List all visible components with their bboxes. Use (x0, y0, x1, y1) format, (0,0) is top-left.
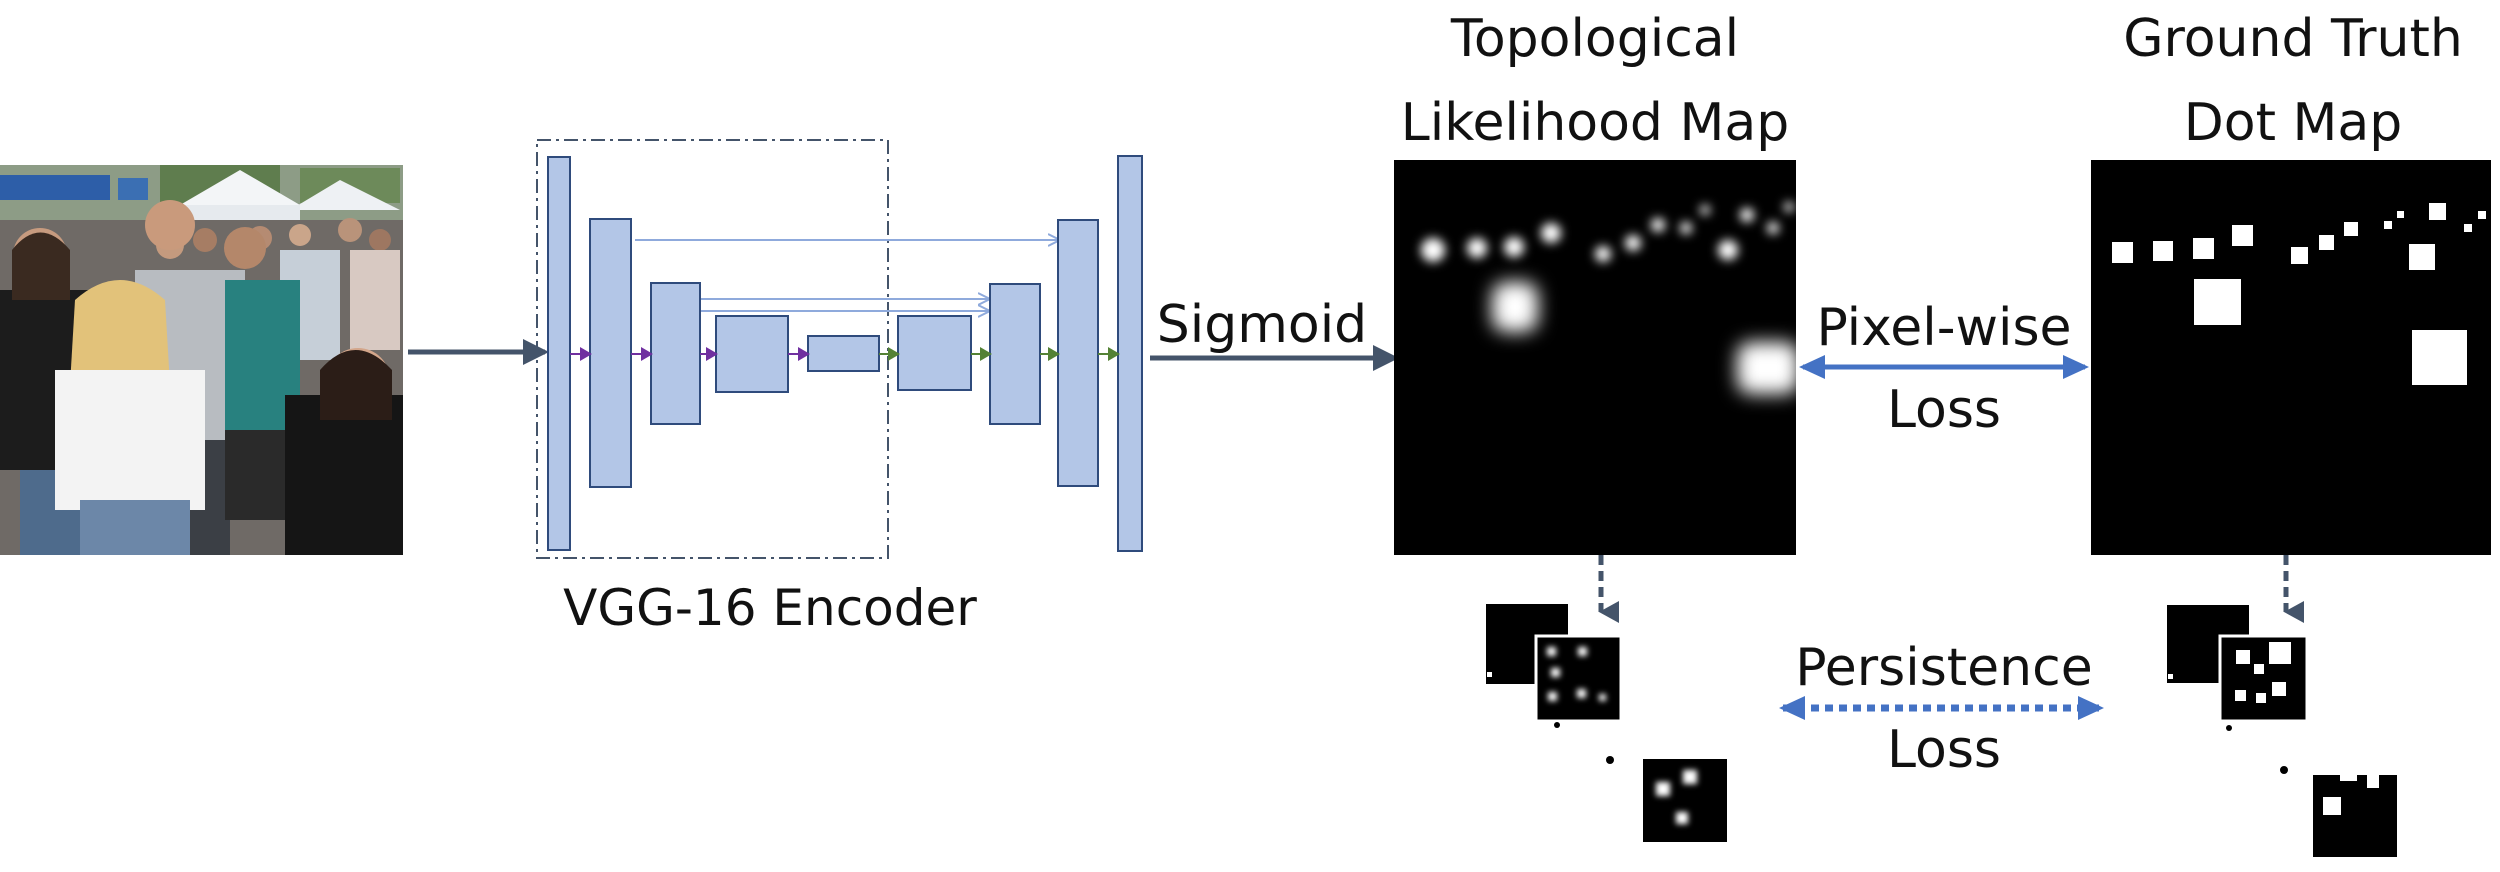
gt-patches (2165, 603, 2397, 857)
input-crowd-image (0, 165, 403, 555)
gt-map-title-1: Ground Truth (2123, 9, 2463, 69)
likelihood-patches (1484, 602, 1727, 842)
encoder-block-2 (589, 218, 632, 488)
decoder-block-1 (897, 315, 972, 391)
pixel-loss-label-1: Pixel-wise (1816, 298, 2071, 358)
gt-map-title-2: Dot Map (2184, 93, 2403, 153)
decoder-block-2 (989, 283, 1041, 425)
decoder-block-4 (1117, 155, 1143, 552)
network-architecture (536, 139, 1143, 559)
encoder-label: VGG-16 Encoder (563, 579, 977, 637)
likelihood-map-title-2: Likelihood Map (1401, 93, 1789, 153)
sigmoid-label: Sigmoid (1157, 295, 1367, 355)
encoder-block-3 (650, 282, 701, 425)
likelihood-map-title-1: Topological (1450, 9, 1739, 69)
decoder-block-3 (1057, 219, 1099, 487)
pixel-loss-label-2: Loss (1887, 380, 2001, 440)
likelihood-map (1394, 160, 1799, 555)
encoder-block-4 (715, 315, 789, 393)
persistence-loss-label-2: Loss (1887, 720, 2001, 780)
bottleneck-block (807, 335, 880, 372)
encoder-block-1 (547, 156, 571, 551)
persistence-loss-label-1: Persistence (1795, 638, 2092, 698)
ground-truth-map (2091, 160, 2491, 555)
